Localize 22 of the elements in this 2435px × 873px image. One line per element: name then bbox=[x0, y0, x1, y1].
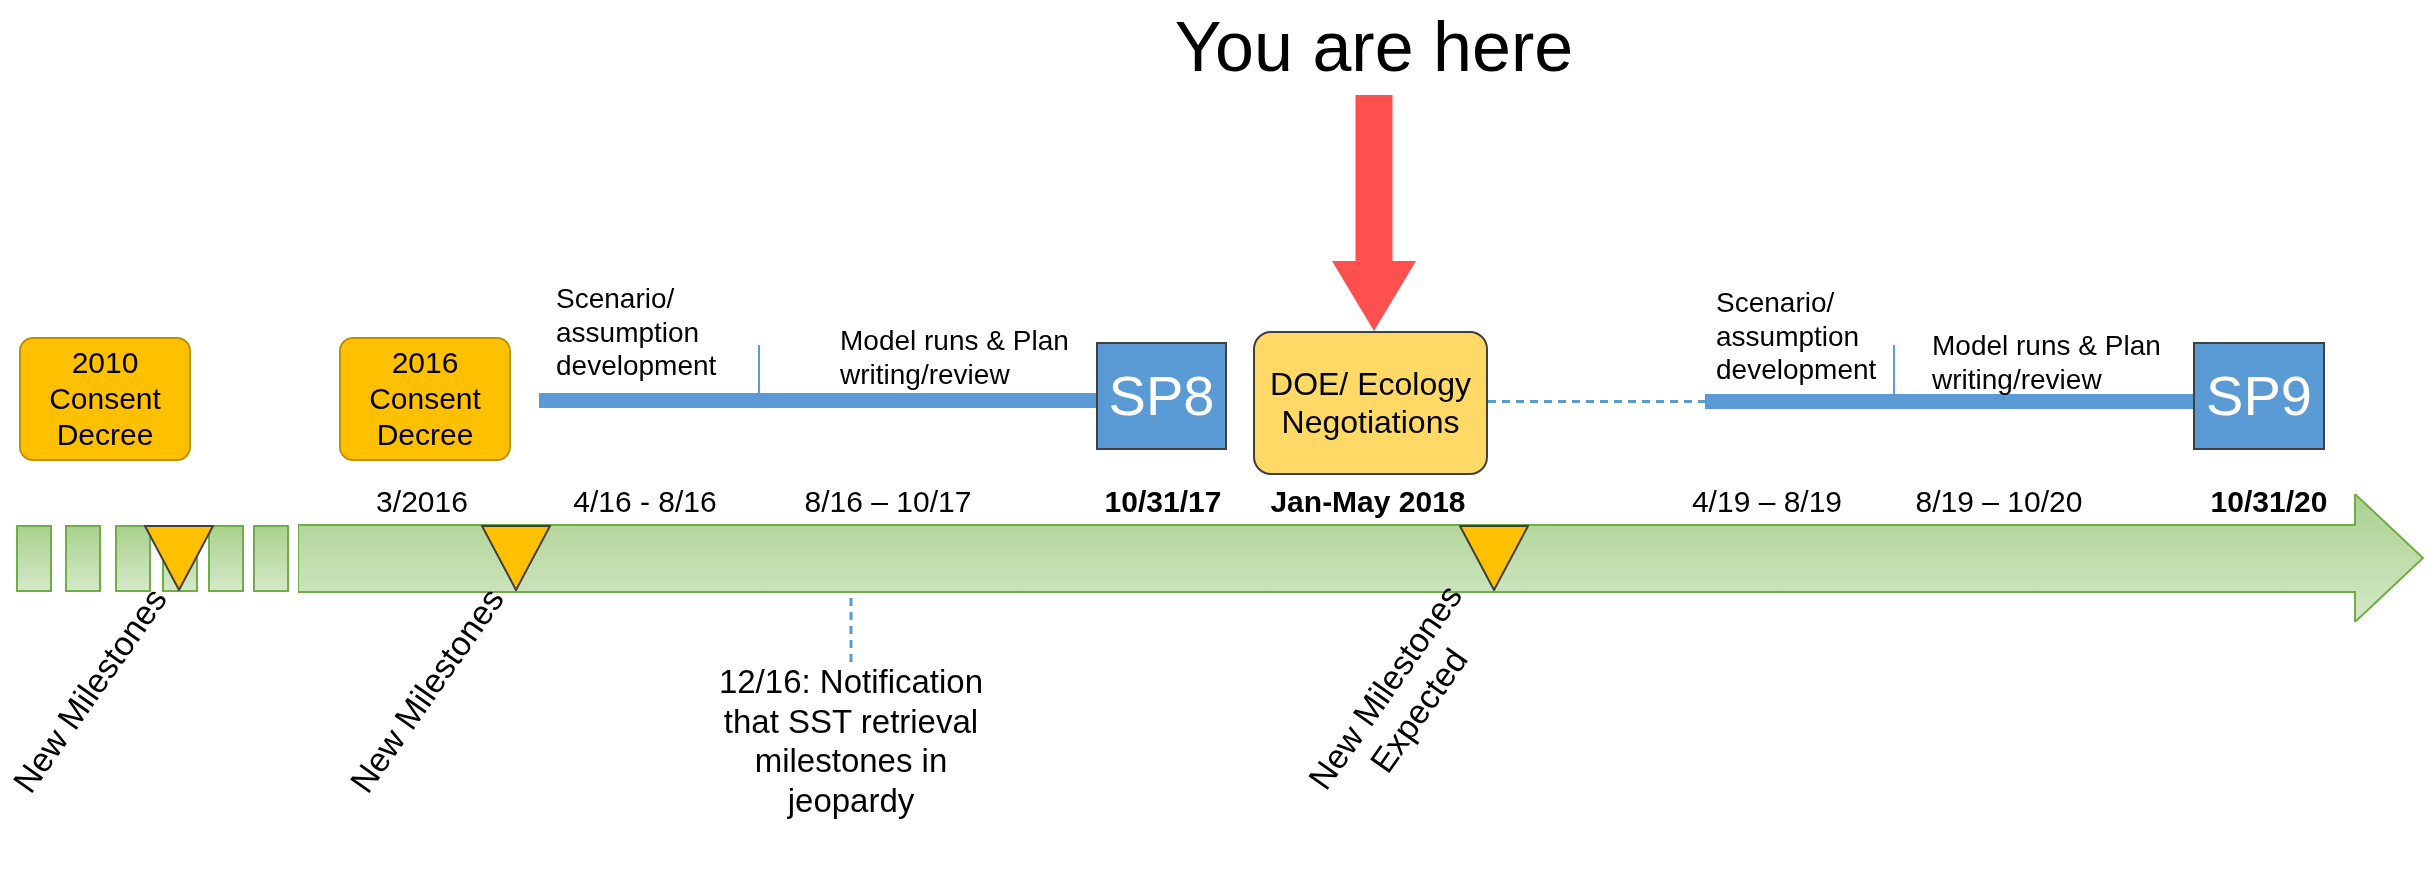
plan-box: SP9 bbox=[2193, 342, 2325, 450]
phase-label: Scenario/ assumption development bbox=[556, 282, 718, 383]
date-label: 4/19 – 8/19 bbox=[1690, 485, 1844, 519]
pointer-arrow bbox=[1332, 95, 1416, 331]
notification-note: 12/16: Notification that SST retrieval milestones in jeopardy bbox=[701, 662, 1001, 821]
phase-label: Model runs & Plan writing/review bbox=[840, 324, 1070, 392]
phase-label: Model runs & Plan writing/review bbox=[1932, 329, 2162, 397]
you-are-here-text: You are here bbox=[1174, 5, 1574, 89]
milestone-box: 2016 Consent Decree bbox=[339, 337, 511, 461]
date-label: 8/19 – 10/20 bbox=[1914, 485, 2084, 519]
date-label: 3/2016 bbox=[375, 485, 469, 519]
phase-bar bbox=[539, 393, 1096, 408]
plan-box: SP8 bbox=[1096, 342, 1227, 450]
date-label: Jan-May 2018 bbox=[1269, 485, 1467, 519]
date-label: 4/16 - 8/16 bbox=[572, 485, 718, 519]
date-label: 8/16 – 10/17 bbox=[803, 485, 973, 519]
phase-label: Scenario/ assumption development bbox=[1716, 286, 1878, 387]
milestone-box: 2010 Consent Decree bbox=[19, 337, 191, 461]
dashed-connector bbox=[1488, 400, 1705, 403]
phase-bar bbox=[1705, 394, 2193, 409]
date-label: 10/31/20 bbox=[2209, 485, 2329, 519]
negotiations-box: DOE/ Ecology Negotiations bbox=[1253, 331, 1488, 475]
